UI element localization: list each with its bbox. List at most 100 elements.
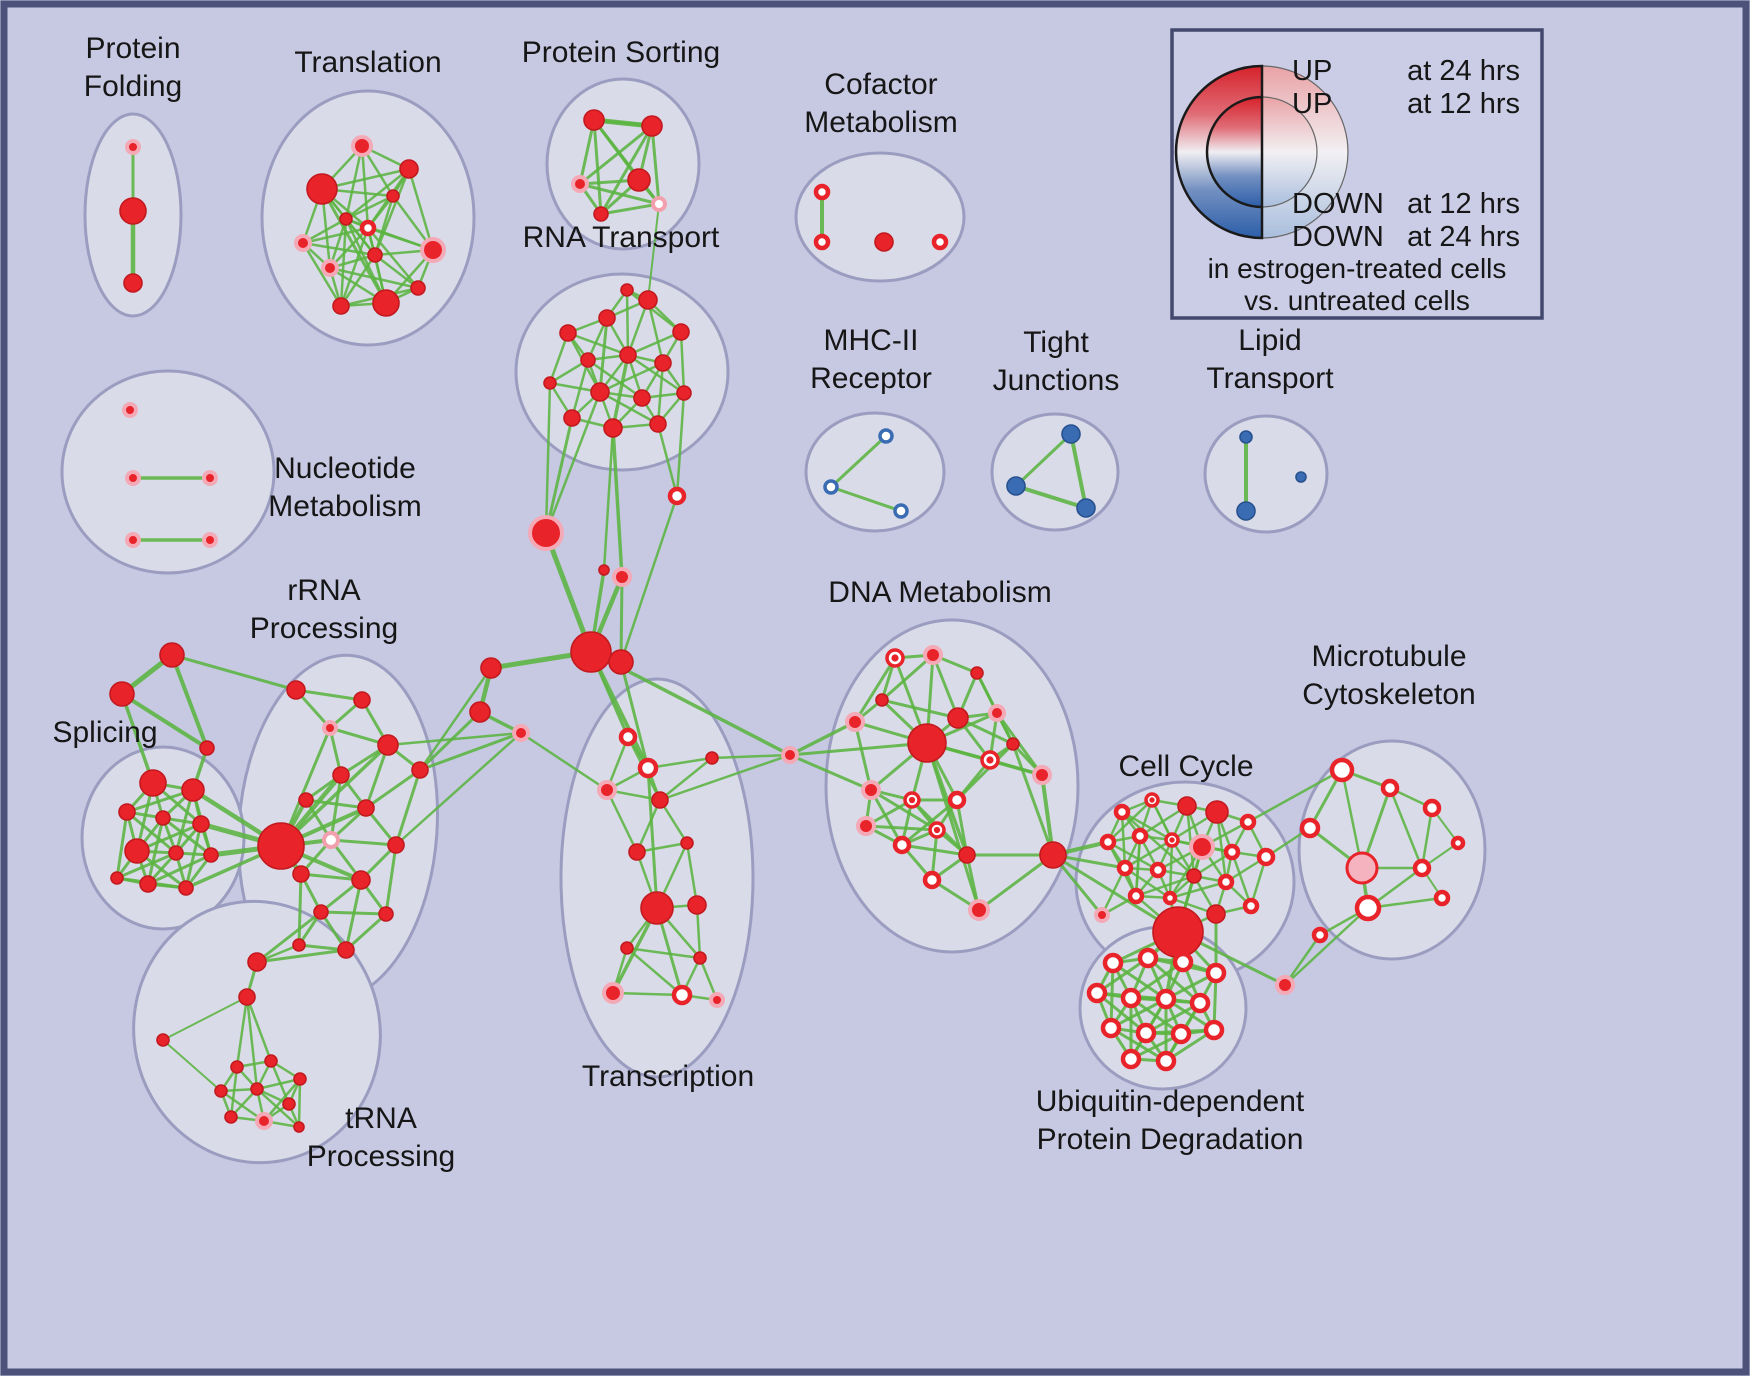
network-node-c4 (1205, 800, 1229, 824)
network-node-c12 (1116, 859, 1134, 877)
network-node-u12 (1203, 1019, 1225, 1041)
network-edge (364, 743, 390, 810)
network-edge (1168, 880, 1228, 900)
network-node-c14 (1186, 868, 1202, 884)
network-edge (1123, 838, 1174, 870)
legend-row-down12-label: DOWN (1292, 188, 1384, 220)
network-edge (1283, 906, 1370, 987)
network-node-ps5 (593, 206, 609, 222)
network-node-t11 (332, 297, 350, 315)
cluster-label: RNA Transport (523, 221, 720, 254)
network-edge (1129, 960, 1185, 1000)
legend-row-up24-label: UP (1292, 55, 1332, 87)
cluster-label: Tight (1023, 326, 1089, 359)
network-node-cm4 (931, 233, 949, 251)
network-node-u5 (1086, 982, 1108, 1004)
legend-caption-line2: vs. untreated cells (1244, 285, 1470, 316)
network-node-u3 (1172, 951, 1194, 973)
network-node-tr3 (156, 1033, 170, 1047)
network-edge (329, 838, 398, 847)
cluster-label: Cell Cycle (1118, 750, 1253, 783)
network-node-tr9 (282, 1097, 296, 1111)
network-edge (685, 841, 699, 907)
network-node-lt2 (1236, 501, 1256, 521)
network-node-r14 (378, 906, 394, 922)
network-edge (619, 494, 679, 664)
network-node-rt12 (649, 415, 667, 433)
network-node-spa (159, 642, 185, 668)
network-edge (1246, 768, 1344, 824)
network-node-u8 (1189, 992, 1211, 1014)
network-node-n1 (480, 657, 502, 679)
network-node-tx10 (620, 941, 634, 955)
network-edge (146, 853, 213, 886)
network-edge (1109, 997, 1168, 1030)
cluster-label: Protein (85, 32, 180, 65)
network-node-cc0 (1039, 841, 1067, 869)
network-node-tx6 (628, 843, 646, 861)
network-edge (658, 753, 792, 802)
network-edge (646, 298, 665, 365)
network-node-u14 (1155, 1050, 1177, 1072)
network-node-nm5 (202, 532, 218, 548)
network-edge (297, 872, 303, 947)
cluster-label: Transcription (582, 1060, 754, 1093)
network-node-spb (109, 681, 135, 707)
network-node-rt11 (603, 418, 623, 438)
network-node-tx5 (705, 751, 719, 765)
network-node-nm1 (122, 402, 138, 418)
network-node-cm3 (874, 232, 894, 252)
network-edge (339, 253, 377, 308)
network-node-ch3 (528, 515, 564, 551)
network-edge (1230, 850, 1253, 908)
network-node-rt5 (580, 352, 596, 368)
network-edge (1069, 432, 1088, 510)
network-node-t7 (420, 237, 446, 263)
network-node-d12 (861, 780, 881, 800)
legend-row-up12-label: UP (1292, 88, 1332, 120)
network-edge (544, 390, 602, 535)
network-node-ps3 (571, 175, 589, 193)
cluster-ellipse-transcription (559, 677, 755, 1079)
network-edge (1014, 432, 1073, 488)
network-edge (255, 1087, 301, 1129)
network-edge (626, 330, 683, 357)
network-edge (373, 253, 420, 290)
network-node-ps1 (583, 109, 605, 131)
network-node-m8 (1433, 889, 1451, 907)
cluster-label: Processing (250, 612, 398, 645)
network-node-d6 (907, 723, 947, 763)
network-node-tr5 (264, 1054, 278, 1068)
network-node-n3 (512, 724, 530, 742)
network-edge (245, 995, 259, 1091)
network-edge (344, 144, 364, 221)
network-edge (394, 768, 422, 847)
network-edge (255, 948, 348, 964)
legend-row-up24-time: at 24 hrs (1407, 55, 1520, 87)
network-node-m10 (1311, 926, 1329, 944)
network-node-dot-d13 (908, 796, 916, 804)
network-edge (184, 822, 203, 890)
legend-row-down12-time: at 12 hrs (1407, 188, 1520, 220)
network-edge (115, 851, 178, 880)
cluster-label: Processing (307, 1140, 455, 1173)
network-edge (386, 731, 523, 747)
network-node-tr11 (255, 1112, 273, 1130)
network-edge (598, 316, 609, 394)
network-node-t3 (399, 159, 419, 179)
network-edge (788, 753, 873, 792)
network-node-rt14 (543, 376, 557, 390)
network-node-r11 (292, 865, 310, 883)
network-edge (339, 217, 348, 308)
network-node-d9 (1006, 737, 1020, 751)
network-edge (1168, 838, 1174, 900)
network-node-t9 (367, 247, 383, 263)
network-edge (605, 788, 639, 854)
network-edge (294, 688, 364, 702)
network-edge (162, 996, 248, 1041)
cluster-ellipse-tight-junctions (990, 412, 1120, 532)
network-node-bigS (257, 822, 305, 870)
network-edge (320, 187, 388, 305)
network-node-tx12 (602, 982, 624, 1004)
network-edge (650, 124, 661, 206)
